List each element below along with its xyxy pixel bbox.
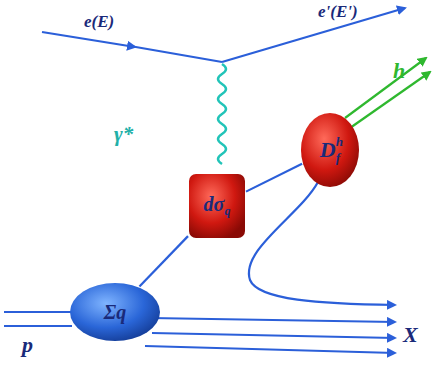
hadron-label: h <box>393 58 405 84</box>
quark-line <box>139 236 188 286</box>
node-label: Dhf <box>320 134 340 165</box>
superscript-text: h <box>336 134 343 150</box>
outgoing-electron-label: e'(E') <box>318 2 358 22</box>
hard-scattering-box: dσq <box>188 173 246 239</box>
subscript-text: f <box>336 150 340 166</box>
remnant-label: X <box>403 322 418 348</box>
shape-fill <box>189 174 245 238</box>
subscript-text: q <box>224 204 230 219</box>
quark-line <box>246 164 302 192</box>
parton-distribution-blob: Σq <box>69 282 161 342</box>
node-label: dσq <box>204 193 231 219</box>
symbol-text: dσ <box>204 193 225 215</box>
photon-wavy-line <box>218 64 226 164</box>
shape-fill <box>70 283 160 341</box>
proton-label: p <box>22 332 33 358</box>
node-label: Σq <box>104 301 126 324</box>
hadron-arrows <box>345 58 430 128</box>
symbol-text: D <box>320 137 336 162</box>
symbol-text: Σq <box>104 301 126 323</box>
incoming-electron-label: e(E) <box>84 12 114 32</box>
shape-fill <box>301 113 359 187</box>
photon-label: γ* <box>114 122 133 147</box>
fragmentation-blob: Dhf <box>300 112 360 188</box>
